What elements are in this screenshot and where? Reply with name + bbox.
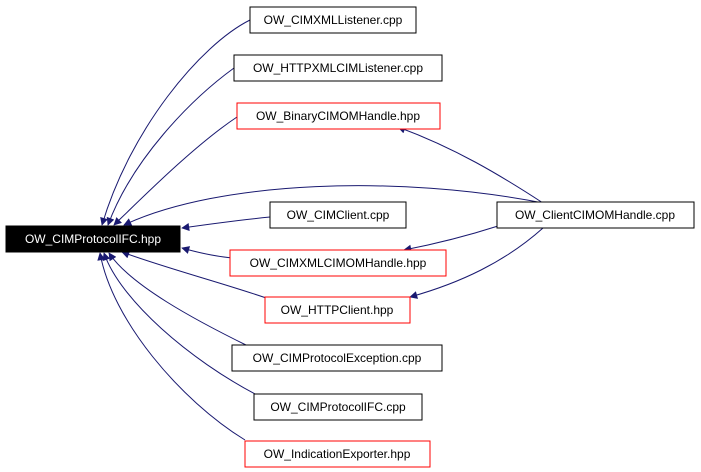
edge-cimprotocolexception-to-root	[108, 252, 249, 347]
edge-clientcimomhandle-to-binarycimomhandle	[397, 125, 544, 204]
node-cimprotocolifc-cpp[interactable]: OW_CIMProtocolIFC.cpp	[253, 393, 423, 421]
node-cimprotocolexception-box	[231, 344, 443, 372]
node-indicationexporter-label: OW_IndicationExporter.hpp	[264, 447, 411, 461]
edge-clientcimomhandle-to-root	[123, 185, 544, 226]
node-cimxmlcimomhandle-label: OW_CIMXMLCIMOMHandle.hpp	[250, 256, 427, 270]
edge-cimxmlcimomhandle-to-root	[181, 246, 233, 259]
node-cimclient-box	[269, 201, 407, 229]
node-binarycimomhandle-box	[236, 102, 441, 130]
node-cimxmlcimomhandle-box	[229, 249, 447, 277]
edge-httpclient-to-root	[121, 250, 273, 301]
edge-indicationexporter-to-root	[97, 252, 246, 441]
node-cimprotocolexception-label: OW_CIMProtocolException.cpp	[253, 351, 422, 365]
node-root-label: OW_CIMProtocolIFC.hpp	[25, 232, 161, 246]
edge-clientcimomhandle-to-cimxmlcimomhandle	[403, 225, 499, 253]
node-clientcimomhandle-box	[496, 201, 695, 229]
node-httpclient-box	[264, 296, 411, 324]
node-cimprotocolifc-cpp-label: OW_CIMProtocolIFC.cpp	[270, 400, 406, 414]
node-root[interactable]: OW_CIMProtocolIFC.hpp	[5, 225, 181, 253]
node-binarycimomhandle-label: OW_BinaryCIMOMHandle.hpp	[256, 109, 420, 123]
edge-httpxmlcimlistener-to-root	[106, 67, 235, 226]
node-httpclient[interactable]: OW_HTTPClient.hpp	[264, 296, 411, 324]
node-httpxmlcimlistener-box	[233, 54, 443, 82]
edge-binarycimomhandle-to-root	[113, 116, 238, 226]
node-clientcimomhandle-label: OW_ClientCIMOMHandle.cpp	[515, 208, 675, 222]
node-httpclient-label: OW_HTTPClient.hpp	[281, 303, 394, 317]
edge-cimprotocolifc-cpp-to-root	[102, 252, 258, 396]
node-clientcimomhandle[interactable]: OW_ClientCIMOMHandle.cpp	[496, 201, 695, 229]
node-cimprotocolexception[interactable]: OW_CIMProtocolException.cpp	[231, 344, 443, 372]
node-binarycimomhandle[interactable]: OW_BinaryCIMOMHandle.hpp	[236, 102, 441, 130]
node-indicationexporter[interactable]: OW_IndicationExporter.hpp	[244, 440, 431, 468]
node-cimprotocolifc-cpp-box	[253, 393, 423, 421]
node-httpxmlcimlistener-label: OW_HTTPXMLCIMListener.cpp	[253, 61, 423, 75]
node-cimxmlcimomhandle[interactable]: OW_CIMXMLCIMOMHandle.hpp	[229, 249, 447, 277]
node-cimxmllistener[interactable]: OW_CIMXMLListener.cpp	[249, 6, 417, 34]
edge-clientcimomhandle-to-httpclient	[409, 227, 544, 299]
edge-cimclient-to-root	[181, 216, 271, 231]
edge-cimxmllistener-to-root	[100, 19, 251, 226]
node-cimxmllistener-box	[249, 6, 417, 34]
edges-group	[97, 19, 544, 441]
node-cimxmllistener-label: OW_CIMXMLListener.cpp	[264, 13, 403, 27]
node-root-box	[5, 225, 181, 253]
node-cimclient-label: OW_CIMClient.cpp	[287, 208, 390, 222]
node-cimclient[interactable]: OW_CIMClient.cpp	[269, 201, 407, 229]
node-indicationexporter-box	[244, 440, 431, 468]
node-httpxmlcimlistener[interactable]: OW_HTTPXMLCIMListener.cpp	[233, 54, 443, 82]
